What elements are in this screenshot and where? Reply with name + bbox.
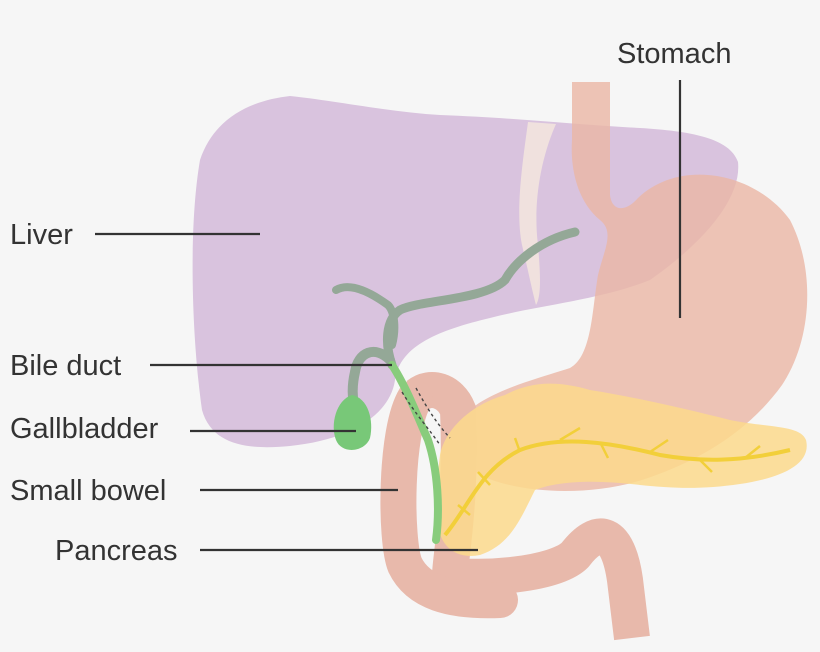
bile-duct [383,227,580,370]
pancreatic-duct [443,439,791,537]
duct-dotted-outline [401,387,451,446]
bile-duct-left-branch [332,283,399,349]
gallbladder-label: Gallbladder [10,413,159,445]
small-bowel-label: Small bowel [10,475,166,507]
bile-duct-label: Bile duct [10,350,121,382]
small-bowel-shape [406,372,650,641]
liver-label: Liver [10,219,73,251]
common-bile-duct [388,361,442,544]
small-bowel-left-wall [380,380,518,619]
pancreas-label: Pancreas [55,535,178,567]
pancreatic-duct-branches [457,426,761,516]
stomach-label: Stomach [617,38,731,70]
gallbladder-shape [333,395,372,450]
pancreas-shape [437,383,807,556]
